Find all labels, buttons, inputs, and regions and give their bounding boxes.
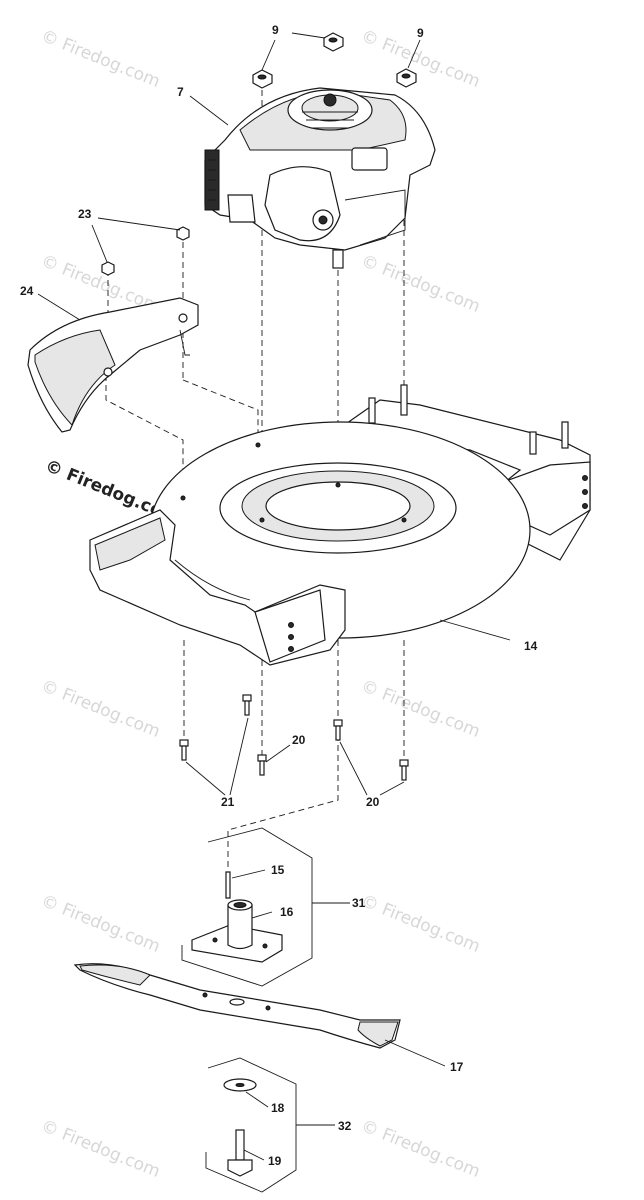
watermark: © Firedog.com [358, 676, 483, 742]
blade-washer [223, 1078, 257, 1092]
callout-label: 20 [366, 795, 380, 809]
mower-blade [73, 963, 401, 1049]
watermark: © Firedog.com [38, 26, 163, 92]
engine-nut [323, 32, 344, 52]
blade-adapter [191, 871, 283, 963]
callout-label: 21 [221, 795, 235, 809]
callout-label: 14 [524, 639, 538, 653]
engine [204, 87, 436, 269]
deck-bolt [179, 739, 189, 761]
callout-label: 32 [338, 1119, 352, 1133]
callout-label: 31 [352, 896, 366, 910]
watermark: © Firedog.com [358, 891, 483, 957]
deflector-nut [101, 261, 115, 276]
callout-label: 20 [292, 733, 306, 747]
watermark: © Firedog.com [38, 676, 163, 742]
deck-bolt [257, 754, 267, 776]
engine-nut [252, 69, 273, 89]
watermark: © Firedog.com [358, 251, 483, 317]
callout-label: 9 [272, 23, 279, 37]
mower-deck [89, 384, 591, 666]
discharge-deflector [27, 297, 199, 433]
blade-adapter-bracket-31 [181, 827, 313, 987]
deck-bolt [242, 694, 252, 716]
callout-label: 23 [78, 207, 92, 221]
watermark: © Firedog.com [358, 1116, 483, 1182]
deck-bolt [333, 719, 343, 741]
engine-nut [396, 68, 417, 88]
deck-bolt [399, 759, 409, 781]
callout-label: 18 [271, 1101, 285, 1115]
watermark: © Firedog.com [38, 1116, 163, 1182]
blade-bolt-bracket-32 [205, 1057, 297, 1193]
callout-label: 16 [280, 905, 294, 919]
callout-label: 7 [177, 85, 184, 99]
deflector-nut [176, 226, 190, 241]
callout-label: 19 [268, 1154, 282, 1168]
callout-label: 24 [20, 284, 34, 298]
callout-label: 15 [271, 863, 285, 877]
callout-label: 9 [417, 26, 424, 40]
leader-lines [37, 32, 511, 1161]
watermark: © Firedog.com [38, 891, 163, 957]
callout-labels: 9 9 7 23 24 14 20 21 20 15 16 31 17 18 3… [20, 23, 538, 1168]
callout-label: 17 [450, 1060, 464, 1074]
blade-bolt [227, 1129, 253, 1177]
